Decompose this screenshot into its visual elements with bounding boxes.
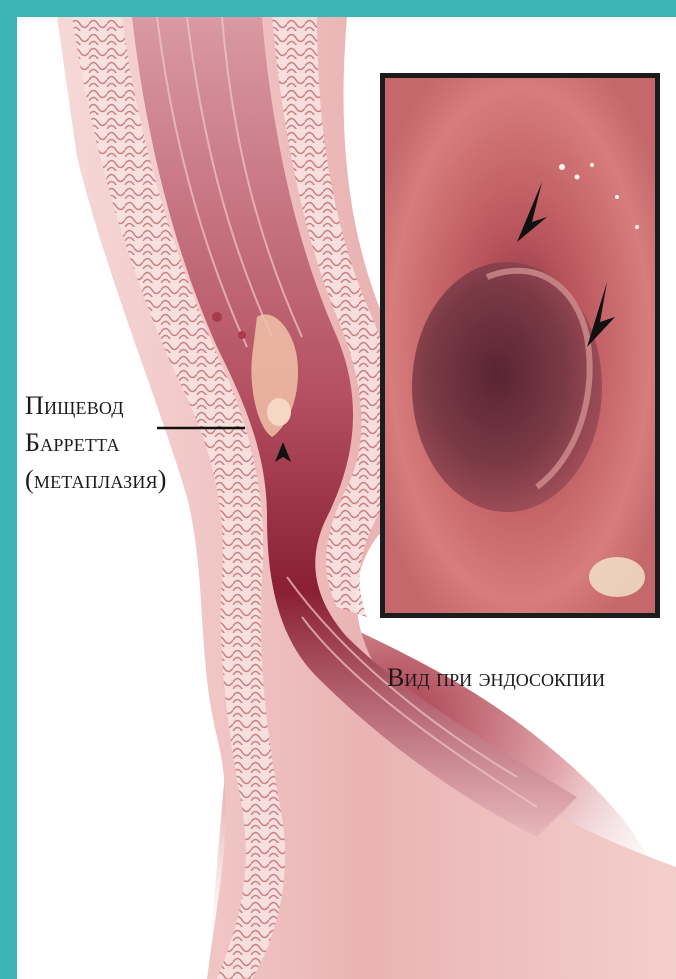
label-line: (метаплазия) [25,461,225,498]
label-line: Пищевод [25,387,225,424]
lesion-spot [238,331,246,339]
endoscopy-inset [380,73,660,618]
figure-frame: Пищевод Барретта (метаплазия) Вид при эн… [17,17,676,979]
lesion-nodule [267,398,291,426]
lesion-spot [212,312,222,322]
esophagus-illustration [17,17,676,979]
endoscopy-caption: Вид при эндосокпии [387,663,676,693]
label-line: Барретта [25,424,225,461]
barrett-esophagus-label: Пищевод Барретта (метаплазия) [25,387,225,498]
